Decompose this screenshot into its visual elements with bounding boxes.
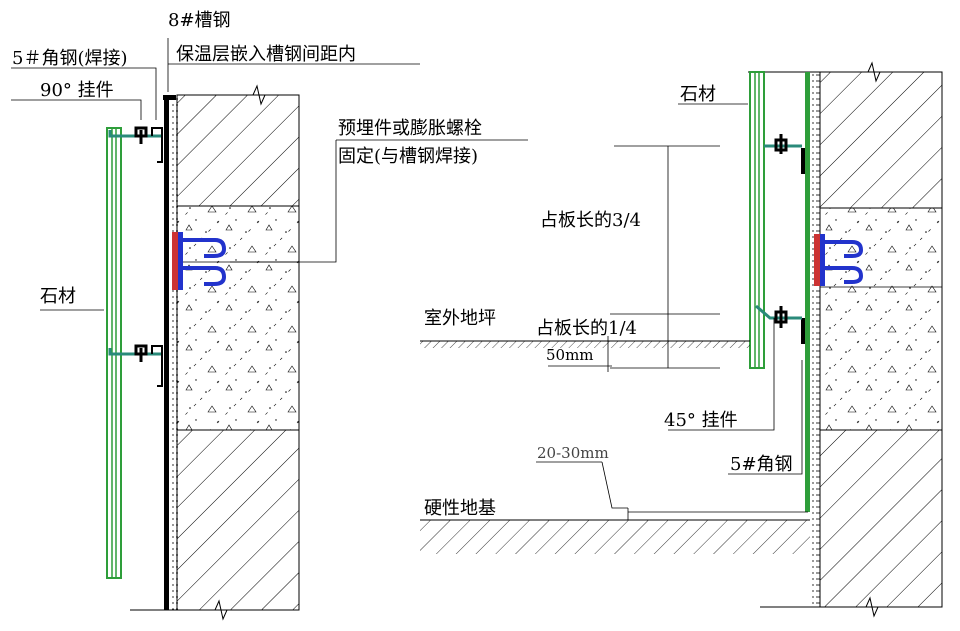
label-insulation: 保温层嵌入槽钢间距内 — [176, 44, 356, 65]
left-hanger-top — [108, 126, 163, 163]
label-embedded-part: 预埋件或膨胀螺栓 — [338, 118, 482, 139]
label-angle-steel-weld: 5＃角钢(焊接) — [12, 48, 128, 69]
label-channel-steel: 8#槽钢 — [168, 10, 231, 31]
left-embedded-anchor — [172, 232, 227, 290]
label-hard-foundation: 硬性地基 — [424, 498, 496, 519]
label-one-quarter: 占板长的1/4 — [536, 318, 637, 339]
right-stone-panel — [749, 71, 765, 369]
label-stone-left: 石材 — [40, 286, 76, 307]
label-gap-20-30: 20-30mm — [537, 444, 609, 462]
label-hanger-45: 45° 挂件 — [664, 410, 738, 431]
right-hanger-top — [764, 134, 802, 154]
label-angle-steel-5: 5#角钢 — [730, 454, 793, 475]
left-hanger-bottom — [108, 344, 163, 387]
right-hanger-45 — [755, 304, 802, 328]
label-hanger-90: 90° 挂件 — [40, 80, 114, 101]
label-stone-right: 石材 — [680, 84, 716, 105]
left-channel-steel — [163, 95, 176, 610]
right-wall — [748, 61, 943, 618]
right-embedded-anchor — [814, 234, 864, 286]
left-wall — [130, 84, 300, 621]
right-dimensions — [536, 103, 808, 520]
label-outdoor-ground: 室外地坪 — [424, 308, 496, 329]
left-leaders — [11, 38, 528, 311]
hard-foundation — [420, 519, 810, 554]
outdoor-ground — [420, 340, 750, 348]
label-dim-50: 50mm — [546, 346, 594, 364]
label-three-quarter: 占板长的3/4 — [540, 210, 641, 231]
right-angle-steel — [801, 72, 810, 512]
label-fixed-weld: 固定(与槽钢焊接) — [338, 146, 478, 167]
